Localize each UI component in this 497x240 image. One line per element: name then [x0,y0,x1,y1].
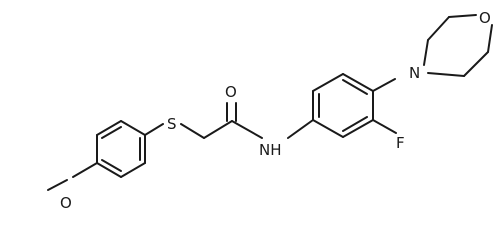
bond [342,73,374,92]
methoxyphenyl-ring [96,120,146,178]
bond [423,39,429,66]
bond-methylene-carbonyl [203,120,233,139]
bond-ring-morpholine-n [372,78,396,92]
double-bond-inner [342,116,368,132]
bond [120,162,146,178]
bond-methoxy-oxygen-methyl [47,179,68,191]
double-bond-inner [342,79,368,95]
bond [342,119,374,138]
bond [427,72,465,77]
bond-sulfur-methylene [180,123,205,139]
bond [96,120,122,136]
bond [448,14,477,18]
bond [312,119,344,138]
morpholine-nitrogen-label: N [409,64,420,82]
bond [312,73,344,92]
double-bond-inner [101,126,122,139]
double-bond-inner [101,159,122,172]
methoxy-oxygen-label: O [60,194,72,212]
morpholine-oxygen-label: O [479,9,491,27]
bond [463,51,489,77]
bond [487,24,493,53]
bond [427,16,450,41]
bond-ring-fluorine [372,119,397,134]
bond-carbonyl-nh [231,120,263,139]
bond-ring-sulfur [144,123,164,136]
bond-nh-ring [287,119,314,139]
bond [120,120,146,136]
bond [96,162,122,178]
fluorophenyl-ring [312,73,374,138]
carbonyl-oxygen-label: O [225,83,237,101]
sulfur-label: S [167,115,177,133]
bond-ring-methoxy-oxygen [72,162,98,178]
amide-nh-label: NH [259,141,282,159]
molecule-structure-diagram: O S O NH F N O [47,9,493,212]
fluorine-label: F [396,134,405,152]
morpholine-ring [423,14,493,77]
